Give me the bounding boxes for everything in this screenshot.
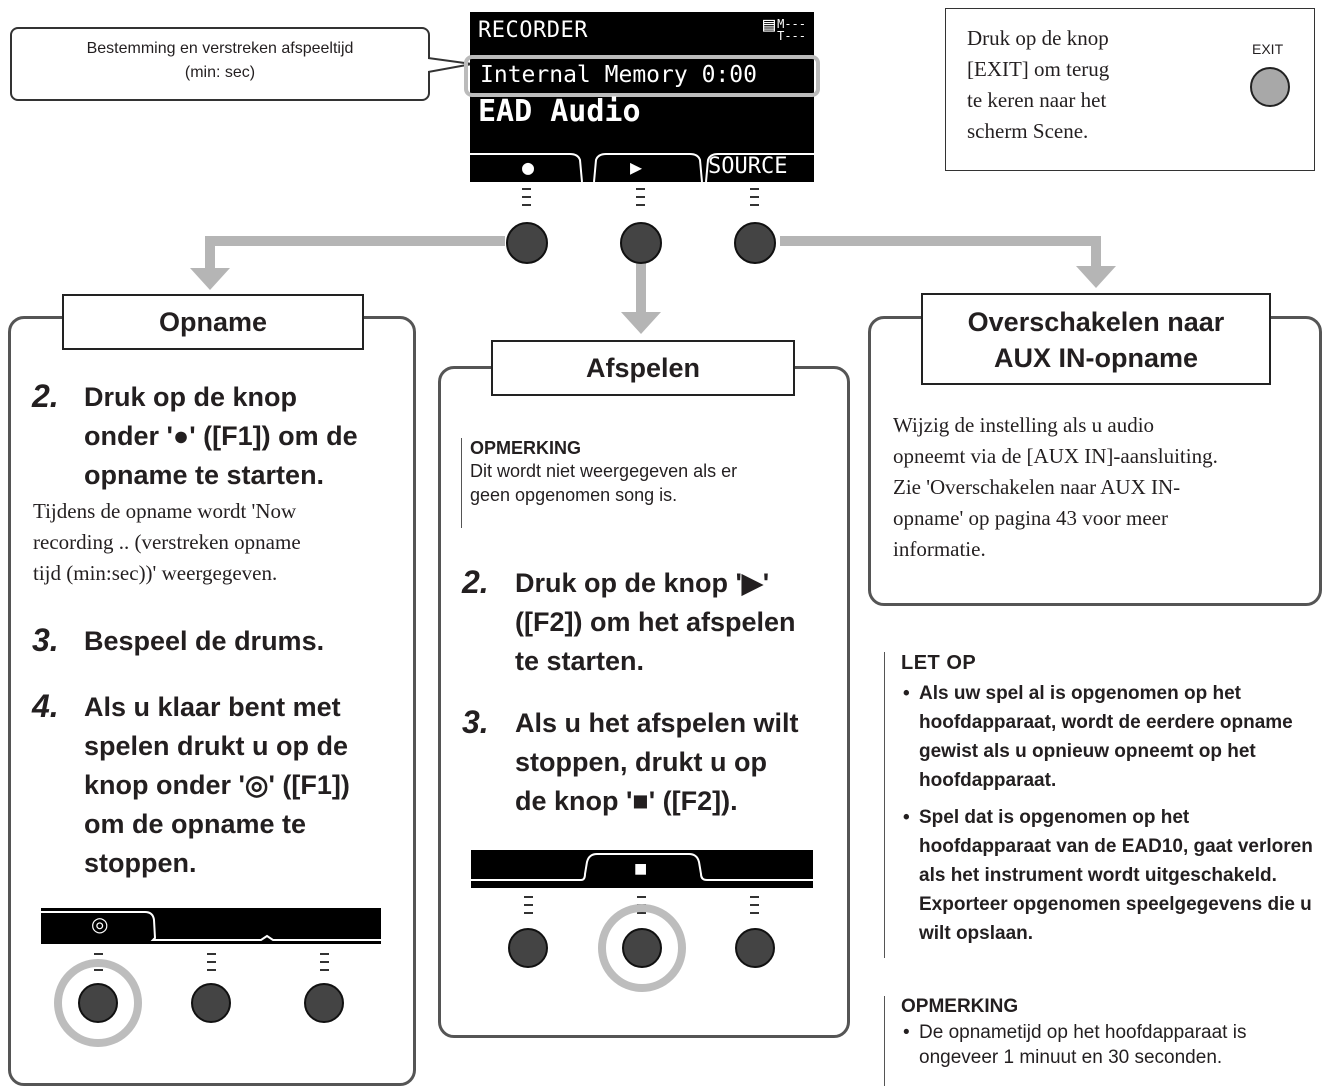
lcd-t-indicator: T--- bbox=[777, 29, 806, 43]
afspelen-step2-number: 2. bbox=[462, 564, 489, 600]
afspelen-step2-line-2: ([F2]) om het afspelen bbox=[515, 607, 796, 637]
lcd-title: RECORDER bbox=[478, 18, 588, 43]
exit-info-box: Druk op de knop [EXIT] om terug te keren… bbox=[945, 8, 1315, 171]
opname-step2-number: 2. bbox=[32, 378, 59, 414]
opname-body-line-2: recording .. (verstreken opname bbox=[33, 530, 301, 554]
afspelen-f2-highlight-ring bbox=[598, 904, 686, 992]
let-op-heading: LET OP bbox=[901, 652, 977, 674]
afspelen-step3-line-2: stoppen, drukt u op bbox=[515, 747, 767, 777]
exit-button[interactable] bbox=[1250, 67, 1290, 107]
lcd-mt-indicator: ▤M---T--- bbox=[763, 12, 806, 43]
opname-step4-text: Als u klaar bent met spelen drukt u op d… bbox=[84, 688, 350, 883]
callout-line-1: Bestemming en verstreken afspeeltijd bbox=[86, 40, 354, 57]
afspelen-f3-button[interactable] bbox=[735, 928, 775, 968]
opname-step3-number: 3. bbox=[32, 622, 59, 658]
callout-line-2: (min: sec) bbox=[184, 64, 256, 81]
opmerking-item-1: De opnametijd op het hoofdapparaat is on… bbox=[901, 1020, 1321, 1070]
afspelen-note-line-2: geen opgenomen song is. bbox=[470, 485, 678, 505]
opname-step4-line-5: stoppen. bbox=[84, 848, 197, 878]
opname-step2-line-2: onder '●' ([F1]) om de bbox=[84, 421, 358, 451]
lcd-destination-row: Internal Memory 0:00 bbox=[464, 55, 820, 97]
aux-title-line-1: Overschakelen naar bbox=[967, 307, 1225, 337]
exit-line-1: Druk op de knop bbox=[967, 26, 1109, 50]
lcd-m-indicator: M--- bbox=[777, 17, 806, 31]
afspelen-mini-stop-symbol: ■ bbox=[634, 856, 648, 881]
afspelen-mini-function-bar bbox=[471, 853, 813, 881]
opname-step2-line-3: opname te starten. bbox=[84, 460, 325, 490]
let-op-item-2: Spel dat is opgenomen op het hoofdappara… bbox=[901, 803, 1321, 948]
afspelen-step3-line-1: Als u het afspelen wilt bbox=[515, 708, 799, 738]
aux-body-line-2: opneemt via de [AUX IN]-aansluiting. bbox=[893, 444, 1218, 468]
opname-f1-highlight-ring bbox=[54, 959, 142, 1047]
afspelen-step2-line-3: te starten. bbox=[515, 646, 645, 676]
flow-arrows bbox=[190, 236, 1116, 334]
aux-body-line-4: opname' op pagina 43 voor meer bbox=[893, 506, 1168, 530]
aux-body-line-1: Wijzig de instelling als u audio bbox=[893, 413, 1155, 437]
let-op-item-1: Als uw spel al is opgenomen op het hoofd… bbox=[901, 679, 1321, 795]
lcd-source-name: EAD Audio bbox=[478, 94, 641, 129]
afspelen-step3-text: Als u het afspelen wilt stoppen, drukt u… bbox=[515, 704, 799, 821]
opname-step3-text: Bespeel de drums. bbox=[84, 626, 325, 656]
opname-step4-number: 4. bbox=[32, 688, 59, 724]
aux-title: Overschakelen naar AUX IN-opname bbox=[921, 293, 1271, 385]
opname-step2-line-1: Druk op de knop bbox=[84, 382, 298, 412]
exit-line-4: scherm Scene. bbox=[967, 119, 1089, 143]
afspelen-note: OPMERKING Dit wordt niet weergegeven als… bbox=[461, 438, 840, 528]
opmerking-heading: OPMERKING bbox=[901, 996, 1019, 1017]
aux-body: Wijzig de instelling als u audio opneemt… bbox=[893, 410, 1218, 565]
afspelen-note-line-1: Dit wordt niet weergegeven als er bbox=[470, 461, 738, 481]
lcd-f3-source: SOURCE bbox=[708, 154, 788, 179]
exit-line-2: [EXIT] om terug bbox=[967, 57, 1110, 81]
opname-step2-text: Druk op de knop onder '●' ([F1]) om de o… bbox=[84, 378, 358, 495]
lcd-f1-record: ● bbox=[522, 155, 535, 179]
let-op-section: LET OP Als uw spel al is opgenomen op he… bbox=[884, 652, 1321, 958]
opname-title: Opname bbox=[62, 294, 364, 350]
aux-title-line-2: AUX IN-opname bbox=[993, 343, 1199, 373]
opname-step2-body: Tijdens de opname wordt 'Now recording .… bbox=[33, 496, 301, 589]
f1-button[interactable] bbox=[506, 222, 548, 264]
lcd-function-bar bbox=[470, 153, 814, 182]
opname-step4-line-3: knop onder '◎' ([F1]) bbox=[84, 770, 350, 800]
afspelen-title: Afspelen bbox=[491, 340, 795, 396]
exit-line-3: te keren naar het bbox=[967, 88, 1107, 112]
exit-button-label: EXIT bbox=[1252, 41, 1284, 57]
aux-body-line-3: Zie 'Overschakelen naar AUX IN- bbox=[893, 475, 1181, 499]
exit-info-text: Druk op de knop [EXIT] om terug te keren… bbox=[967, 23, 1167, 147]
opname-step4-line-1: Als u klaar bent met bbox=[84, 692, 341, 722]
afspelen-step3-number: 3. bbox=[462, 704, 489, 740]
afspelen-note-heading: OPMERKING bbox=[470, 438, 582, 458]
afspelen-step2-text: Druk op de knop '▶' ([F2]) om het afspel… bbox=[515, 564, 796, 681]
opname-mini-function-bar bbox=[41, 911, 381, 941]
opmerking-section: OPMERKING De opnametijd op het hoofdappa… bbox=[884, 996, 1321, 1086]
lcd-time: 0:00 bbox=[701, 62, 757, 88]
afspelen-note-text: Dit wordt niet weergegeven als er geen o… bbox=[470, 459, 840, 507]
afspelen-mini-display: ■ bbox=[471, 850, 813, 888]
afspelen-step2-line-1: Druk op de knop '▶' bbox=[515, 568, 770, 598]
afspelen-f2-button[interactable] bbox=[622, 928, 662, 968]
opname-mini-stop-symbol: ◎ bbox=[91, 914, 109, 936]
opname-f2-button[interactable] bbox=[191, 983, 231, 1023]
lcd-f2-play: ▶ bbox=[630, 155, 643, 179]
opname-panel bbox=[8, 316, 416, 1086]
opname-step4-line-4: om de opname te bbox=[84, 809, 307, 839]
opname-body-line-1: Tijdens de opname wordt 'Now bbox=[33, 499, 297, 523]
lcd-destination: Internal Memory bbox=[480, 62, 688, 88]
afspelen-f1-button[interactable] bbox=[508, 928, 548, 968]
aux-body-line-5: informatie. bbox=[893, 537, 986, 561]
f2-button[interactable] bbox=[620, 222, 662, 264]
opname-f3-button[interactable] bbox=[304, 983, 344, 1023]
f3-button[interactable] bbox=[734, 222, 776, 264]
lcd-display: RECORDER ▤M---T--- Internal Memory 0:00 … bbox=[464, 12, 820, 182]
opname-mini-display: ◎ bbox=[41, 908, 381, 944]
opname-f1-button[interactable] bbox=[78, 983, 118, 1023]
afspelen-step3-line-3: de knop '■' ([F2]). bbox=[515, 786, 738, 816]
destination-callout: Bestemming en verstreken afspeeltijd (mi… bbox=[10, 27, 430, 101]
opname-body-line-3: tijd (min:sec))' weergegeven. bbox=[33, 561, 278, 585]
opname-step4-line-2: spelen drukt u op de bbox=[84, 731, 349, 761]
